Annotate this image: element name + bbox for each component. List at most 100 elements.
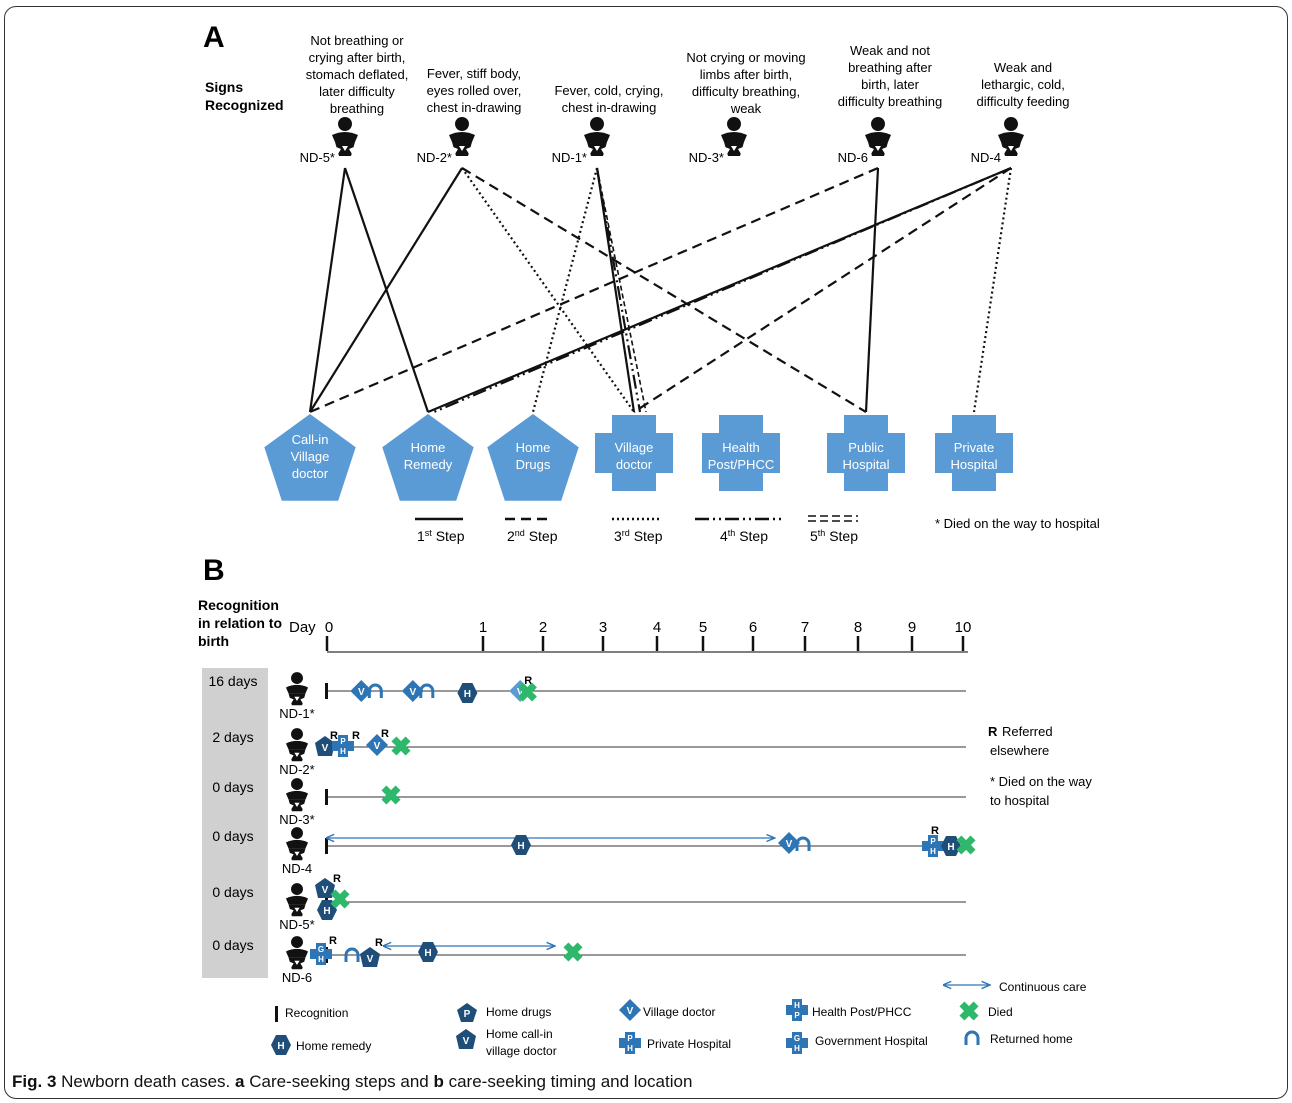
case-sign-text: crying after birth, — [309, 50, 406, 65]
recognition-mark — [325, 838, 328, 854]
referral-mark: R — [333, 873, 341, 885]
case-2: Fever, stiff body,eyes rolled over,chest… — [417, 66, 522, 165]
pentagon-icon — [264, 414, 356, 501]
private-hospital-icon: PH — [332, 735, 354, 757]
path-step-1 — [427, 166, 1012, 414]
health-post-icon: HP — [786, 999, 808, 1021]
icon-letter: P — [794, 1011, 800, 1020]
case-sign-text: weak — [730, 101, 762, 116]
village-doctor-icon: V — [778, 832, 800, 854]
hexagon-shape — [511, 835, 531, 855]
cross-icon — [827, 415, 905, 491]
icon-letter: V — [322, 743, 329, 754]
referral-mark: R — [931, 825, 939, 837]
legend-step-2: 2nd Step — [505, 517, 558, 544]
died-icon — [517, 682, 537, 702]
recognition-label-line1: Recognition — [198, 597, 279, 613]
icon-letter: H — [424, 948, 431, 959]
village-doctor-icon: V — [401, 680, 424, 702]
facility-label: Public — [848, 440, 884, 455]
icon-letter: V — [322, 885, 329, 896]
legend-label: 3rd Step — [614, 528, 663, 544]
government-hospital-icon: GH — [786, 1032, 808, 1054]
legend-health-post: Health Post/PHCC — [812, 1005, 912, 1019]
recognition-days: 0 days — [212, 937, 253, 953]
cross-icon — [935, 415, 1013, 491]
legend-step-4: 4th Step — [695, 517, 783, 544]
x-bar — [959, 1001, 979, 1021]
caption-part3: care-seeking timing and location — [443, 1072, 693, 1091]
home-drugs-icon: P — [457, 1003, 477, 1022]
panel-a-label: A — [203, 21, 225, 54]
pentagon-shape — [360, 947, 380, 967]
axis-tick-label: 1 — [479, 619, 487, 636]
legend-call-in-1: Home call-in — [486, 1027, 553, 1041]
icon-letter: H — [930, 847, 936, 856]
legend-private-hospital: Private Hospital — [647, 1037, 731, 1051]
signs-label-line1: Signs — [205, 79, 243, 95]
case-id: ND-3* — [279, 812, 314, 827]
day-label: Day — [289, 619, 316, 636]
pentagon-shape — [456, 1029, 476, 1049]
pentagon-shape — [457, 1003, 477, 1022]
returned-home-icon — [367, 683, 383, 698]
diamond-shape — [778, 832, 800, 854]
cross-h — [922, 841, 944, 851]
caption-part1: Newborn death cases. — [56, 1072, 236, 1091]
path-step-3 — [972, 167, 1013, 413]
baby-icon — [449, 117, 475, 156]
diamond-shape — [619, 999, 641, 1021]
baby-icon — [285, 778, 309, 812]
referred-letter: R — [988, 724, 998, 739]
referral-mark: R — [381, 728, 389, 740]
case-id: ND-5* — [279, 917, 314, 932]
x-bar — [563, 942, 583, 962]
home-call-in-icon: V — [315, 878, 335, 898]
private-hospital-icon: PH — [619, 1032, 641, 1054]
case-sign-text: lethargic, cold, — [981, 77, 1065, 92]
case-sign-text: difficulty feeding — [977, 94, 1070, 109]
recognition-days: 0 days — [212, 779, 253, 795]
path-step-1 — [308, 167, 347, 413]
case-sign-text: Weak and not — [850, 43, 930, 58]
facility-label: Remedy — [404, 457, 453, 472]
axis-tick-label: 7 — [801, 619, 809, 636]
path-step-4 — [433, 166, 1012, 414]
facility-label: doctor — [616, 457, 653, 472]
died-icon — [563, 942, 583, 962]
icon-letter: H — [464, 689, 471, 700]
cross-h — [786, 1005, 808, 1015]
x-bar — [391, 736, 411, 756]
facility-label: Health — [722, 440, 760, 455]
private-hospital-icon: PH — [922, 835, 944, 857]
axis-tick-label: 9 — [908, 619, 916, 636]
baby-icon — [998, 117, 1024, 156]
referral-mark: R — [330, 730, 338, 742]
icon-letter: V — [627, 1006, 634, 1017]
case-id: ND-2* — [417, 150, 452, 165]
case-id: ND-3* — [689, 150, 724, 165]
died-icon — [959, 1001, 979, 1021]
path-step-5 — [596, 167, 647, 413]
recognition-label-line2: in relation to — [198, 615, 282, 631]
baby-icon — [285, 827, 309, 861]
pentagon-shape — [315, 878, 335, 898]
path-step-3 — [461, 167, 635, 413]
path-step-4 — [595, 167, 642, 413]
figure-frame — [4, 6, 1288, 1099]
legend-government-hospital: Government Hospital — [815, 1034, 928, 1048]
icon-letter: P — [340, 737, 346, 746]
case-id: ND-1* — [552, 150, 587, 165]
